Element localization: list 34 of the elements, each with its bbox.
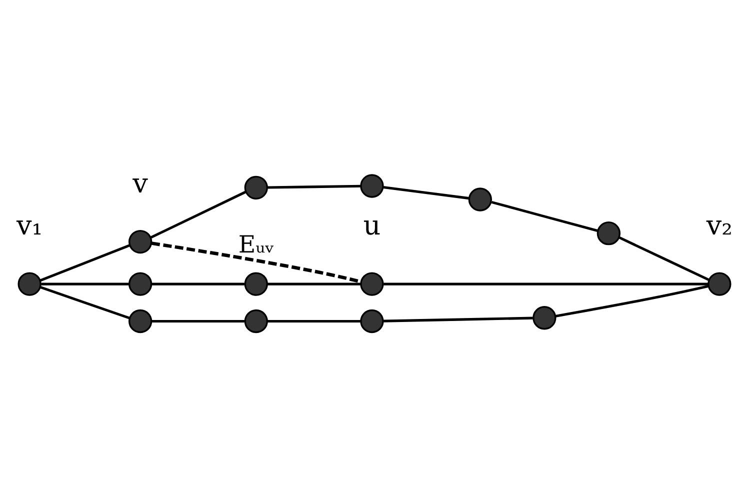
connector <box>556 284 709 317</box>
node-label: u <box>363 210 381 242</box>
connector <box>40 286 130 319</box>
node-circle <box>360 272 384 296</box>
connector <box>152 282 245 285</box>
connector <box>618 236 710 280</box>
connector <box>41 282 130 285</box>
node-circle <box>596 221 621 245</box>
connector <box>267 319 361 322</box>
node-circle <box>532 306 556 330</box>
connector <box>152 319 245 322</box>
node-label: v₂ <box>706 210 732 242</box>
connector <box>150 190 246 238</box>
connector <box>383 185 470 200</box>
edge-label: Eᵤᵥ <box>238 230 274 258</box>
connector <box>267 184 361 188</box>
node-circle <box>128 272 152 296</box>
node-label: v₁ <box>16 210 43 242</box>
node-label: v <box>132 168 148 199</box>
connector <box>384 282 708 285</box>
node-circle <box>468 187 492 211</box>
connector <box>491 200 598 232</box>
node-circle <box>128 229 152 254</box>
connector <box>267 282 361 285</box>
node-circle <box>18 272 42 296</box>
node-circle <box>244 175 268 199</box>
connector <box>40 244 130 282</box>
node-circle <box>244 272 268 296</box>
node-circle <box>708 272 732 296</box>
node-circle <box>128 308 152 333</box>
node-circle <box>244 308 268 333</box>
node-circle <box>360 308 384 333</box>
node-circle <box>360 174 384 198</box>
connector <box>383 316 533 322</box>
